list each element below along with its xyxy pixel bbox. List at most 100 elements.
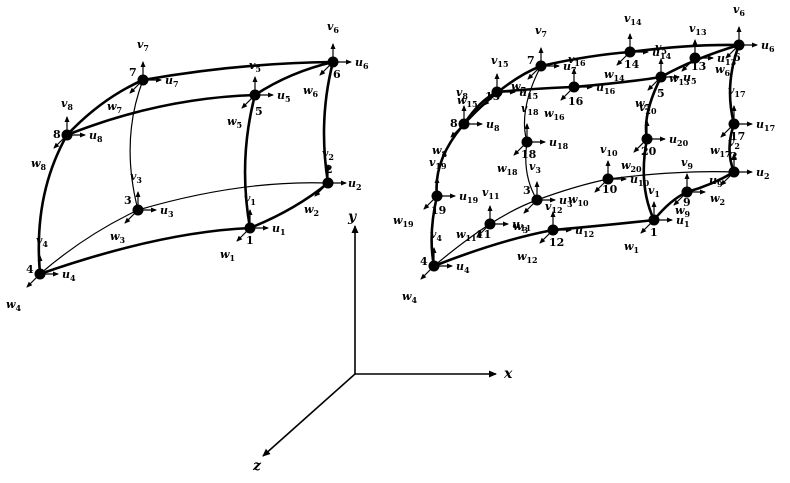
node-dot: [681, 186, 693, 198]
w-label: w13: [669, 72, 690, 87]
left-element-edges: [37, 60, 335, 276]
w-label: w11: [456, 228, 477, 243]
node-number: 7: [129, 66, 137, 79]
node-number: 4: [420, 255, 428, 268]
edge-3-2: [137, 182, 329, 211]
edge-8-15-7: [463, 64, 542, 125]
node-dot: [61, 129, 73, 141]
edge-4-12-1: [433, 218, 655, 268]
w-label: w20: [621, 159, 642, 174]
u-label: u8: [89, 129, 103, 144]
u-label: u18: [549, 136, 569, 151]
v-label: v5: [655, 41, 667, 56]
node-number: 11: [476, 228, 491, 241]
node-dot: [728, 166, 740, 178]
v-label: v18: [521, 102, 539, 117]
v-label: v1: [244, 192, 256, 207]
u-label: u1: [676, 214, 690, 229]
node-number: 12: [549, 236, 564, 249]
node-number: 19: [431, 204, 446, 217]
node-number: 7: [527, 54, 535, 67]
u-label: u10: [630, 173, 650, 188]
u-label: u12: [575, 224, 594, 239]
w-label: w19: [393, 214, 414, 229]
node-dot: [568, 81, 580, 93]
w-label: w4: [402, 290, 417, 305]
node-dot: [602, 173, 614, 185]
w-label: w8: [432, 144, 447, 159]
v-label: v20: [639, 101, 657, 116]
edge-7-3: [129, 79, 144, 211]
u-label: u6: [355, 56, 369, 71]
v-label: v17: [728, 84, 746, 99]
z-axis-arrow: [262, 373, 356, 457]
v-label: v8: [61, 97, 73, 112]
edge-7-6: [142, 60, 334, 82]
w-label: w12: [517, 250, 538, 265]
node-number: 4: [26, 263, 34, 276]
node-number: 8: [450, 117, 458, 130]
w-label: w3: [110, 230, 125, 245]
u-label: u3: [559, 194, 573, 209]
node-number: 3: [523, 184, 531, 197]
node-number: 2: [730, 150, 738, 163]
v-label: v4: [36, 234, 48, 249]
v-label: v14: [624, 12, 642, 27]
edge-8-5: [66, 93, 256, 137]
node-dot: [521, 136, 533, 148]
node-dot: [655, 71, 667, 83]
node-dot: [327, 56, 339, 68]
node-number: 9: [683, 196, 691, 209]
node-dot: [531, 194, 543, 206]
global-axes: [262, 225, 497, 457]
w-label: w16: [544, 107, 565, 122]
node-dot: [624, 46, 636, 58]
w-label: w14: [604, 68, 625, 83]
node-dot: [132, 204, 144, 216]
v-label: v7: [535, 24, 547, 39]
node-number: 6: [733, 51, 741, 64]
v-label: v4: [430, 228, 442, 243]
u-label: u16: [596, 81, 616, 96]
node-number: 5: [255, 105, 263, 118]
node-dot: [34, 268, 46, 280]
v-label: v10: [600, 143, 618, 158]
node-dot: [458, 118, 470, 130]
u-label: u13: [717, 52, 737, 67]
node-number: 1: [246, 234, 254, 247]
v-label: v13: [689, 22, 707, 37]
z-axis-label: z: [252, 458, 262, 474]
node-number: 15: [485, 90, 500, 103]
node-dot: [547, 224, 559, 236]
w-label: w6: [303, 84, 318, 99]
w-label: w18: [497, 162, 518, 177]
w-label: w8: [31, 157, 46, 172]
v-label: v1: [648, 184, 660, 199]
v-label: v12: [545, 200, 563, 215]
edge-8-15-16-5: [462, 75, 662, 125]
u-label: u8: [486, 118, 500, 133]
edge-4-3: [39, 209, 139, 275]
u-label: u6: [761, 39, 775, 54]
v-label: v6: [733, 3, 745, 18]
node-number: 13: [691, 60, 706, 73]
node-dot: [491, 86, 503, 98]
w-label: w1: [220, 248, 235, 263]
u-label: u11: [512, 218, 531, 233]
u-label: u1: [272, 222, 286, 237]
node-number: 20: [641, 145, 657, 158]
